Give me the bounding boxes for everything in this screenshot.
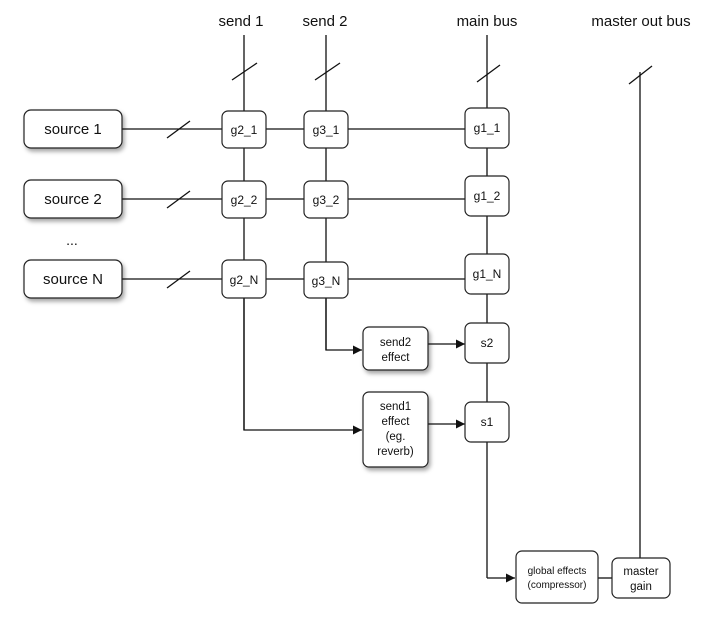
gain-g3-1-label: g3_1 [313, 123, 340, 137]
global-effects-box: global effects (compressor) [515, 550, 599, 604]
send2-effect-line-1: send2 [380, 337, 411, 349]
master-gain-line-1: master [623, 566, 658, 578]
gain-s2: s2 [464, 322, 510, 364]
sourceN-slash-marker [166, 270, 191, 289]
routing-arrows [243, 298, 612, 583]
send2-to-effect-arrow [325, 298, 362, 355]
source-2-box: source 2 [23, 179, 123, 219]
more-sources-ellipsis: ... [66, 232, 78, 248]
send1-slash-marker [231, 62, 258, 81]
gain-s1: s1 [464, 401, 510, 443]
gain-g1-2-label: g1_2 [474, 189, 501, 203]
source1-slash-marker [166, 120, 191, 139]
main-bus-slash-marker [476, 64, 501, 83]
source-1-box: source 1 [23, 109, 123, 149]
master-gain-line-2: gain [630, 581, 652, 593]
send1-to-effect-arrow [243, 298, 362, 435]
master-out-slash-marker [628, 65, 653, 85]
source-1-label: source 1 [44, 121, 102, 138]
gain-g3-1: g3_1 [303, 110, 349, 149]
master-out-bus-label: master out bus [591, 13, 690, 30]
gain-g3-2-label: g3_2 [313, 193, 340, 207]
gain-g3-2: g3_2 [303, 180, 349, 219]
gain-g1-n: g1_N [464, 253, 510, 295]
gain-g2-n-label: g2_N [230, 273, 259, 287]
source2-slash-marker [166, 190, 191, 209]
gain-g1-1: g1_1 [464, 107, 510, 149]
gain-g1-1-label: g1_1 [474, 121, 501, 135]
master-gain-box: master gain [611, 557, 671, 599]
gain-g2-n: g2_N [221, 259, 267, 299]
gain-g2-2: g2_2 [221, 180, 267, 219]
send1-effect-line-1: send1 [380, 401, 411, 413]
source-n-box: source N [23, 259, 123, 299]
gain-g1-n-label: g1_N [473, 267, 502, 281]
send1-bus-label: send 1 [218, 13, 263, 30]
gain-g2-1-label: g2_1 [231, 123, 258, 137]
gain-g2-1: g2_1 [221, 110, 267, 149]
gain-g3-n-label: g3_N [312, 274, 341, 288]
global-effects-line-2: (compressor) [528, 580, 587, 591]
send1-effect-box: send1 effect (eg. reverb) [362, 391, 429, 468]
send2-slash-marker [314, 62, 341, 81]
send2-effect-line-2: effect [382, 352, 411, 364]
gain-g1-2: g1_2 [464, 175, 510, 217]
gain-g2-2-label: g2_2 [231, 193, 258, 207]
send1-effect-line-3: (eg. [386, 431, 406, 443]
gain-s1-label: s1 [481, 415, 494, 429]
source-2-label: source 2 [44, 191, 102, 208]
source-n-label: source N [43, 271, 103, 288]
main-bus-label: main bus [457, 13, 518, 30]
send1-effect-line-2: effect [382, 416, 411, 428]
send2-effect-box: send2 effect [362, 326, 429, 371]
send2-bus-label: send 2 [302, 13, 347, 30]
send1-effect-line-4: reverb) [377, 446, 414, 458]
bus-wires [243, 35, 641, 578]
gain-g3-n: g3_N [303, 261, 349, 299]
gain-s2-label: s2 [481, 336, 494, 350]
global-effects-line-1: global effects [528, 566, 587, 577]
multichannel-markers [166, 62, 653, 289]
